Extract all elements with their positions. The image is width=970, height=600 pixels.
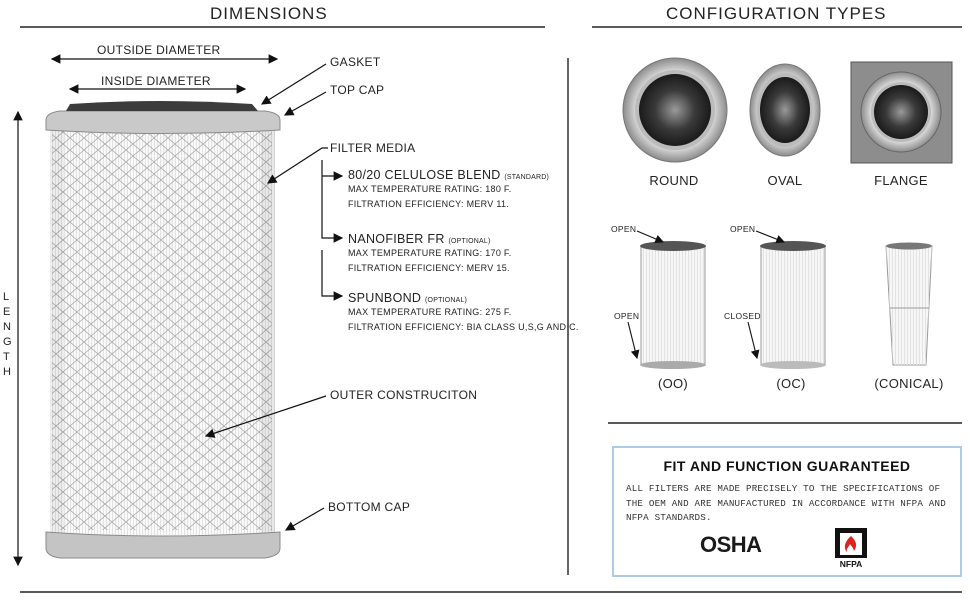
gasket-arrow <box>260 63 327 105</box>
oval-config-icon <box>749 63 821 157</box>
flange-config-icon <box>850 61 953 164</box>
round-config-icon <box>622 57 728 163</box>
oo-top-open-label: OPEN <box>611 224 637 234</box>
oc-top-open-label: OPEN <box>730 224 756 234</box>
outer-construction-label: OUTER CONSTRUCITON <box>330 388 478 402</box>
media-option-standard: 80/20 CELULOSE BLEND (STANDARD) MAX TEMP… <box>348 168 549 212</box>
round-label: ROUND <box>649 173 699 188</box>
guarantee-box: FIT AND FUNCTION GUARANTEED ALL FILTERS … <box>612 446 962 577</box>
osha-logo: OSHA <box>700 532 762 557</box>
oo-filter-illustration <box>640 241 706 369</box>
media-name: NANOFIBER FR <box>348 232 445 246</box>
flange-label: FLANGE <box>874 173 928 188</box>
configuration-title: CONFIGURATION TYPES <box>666 4 887 23</box>
top-cap-label: TOP CAP <box>330 83 385 97</box>
outer-construction-arrow <box>204 395 327 438</box>
media-option-nanofiber: NANOFIBER FR (OPTIONAL) MAX TEMPERATURE … <box>348 232 512 276</box>
oc-filter-illustration <box>760 241 826 369</box>
oval-label: OVAL <box>767 173 803 188</box>
oc-label: (OC) <box>776 376 806 391</box>
bottom-cap-label: BOTTOM CAP <box>328 500 411 514</box>
media-name: SPUNBOND <box>348 291 422 305</box>
filter-media-arrow <box>266 147 328 184</box>
outside-diameter-label: OUTSIDE DIAMETER <box>97 43 221 57</box>
top-cap-arrow <box>283 91 327 116</box>
media-efficiency: FILTRATION EFFICIENCY: MERV 11. <box>348 199 510 209</box>
length-label: LENGTH <box>3 291 12 378</box>
conical-filter-illustration <box>885 242 933 366</box>
media-efficiency: FILTRATION EFFICIENCY: BIA CLASS U,S,G A… <box>348 322 579 332</box>
conical-label: (CONICAL) <box>874 376 944 391</box>
media-temp: MAX TEMPERATURE RATING: 275 F. <box>348 307 512 317</box>
guarantee-body: ALL FILTERS ARE MADE PRECISELY TO THE SP… <box>626 483 946 523</box>
media-tag: (OPTIONAL) <box>425 297 468 304</box>
nfpa-logo: NFPA <box>832 527 870 569</box>
nfpa-text: NFPA <box>840 559 863 569</box>
oo-label: (OO) <box>657 376 689 391</box>
media-tag: (OPTIONAL) <box>448 238 491 245</box>
bottom-cap-arrow <box>284 507 325 531</box>
oc-bottom-closed-label: CLOSED <box>724 311 761 321</box>
main-filter-illustration <box>45 101 281 559</box>
guarantee-title: FIT AND FUNCTION GUARANTEED <box>663 458 911 474</box>
inside-diameter-label: INSIDE DIAMETER <box>101 74 211 88</box>
oo-bottom-open-label: OPEN <box>614 311 640 321</box>
media-temp: MAX TEMPERATURE RATING: 180 F. <box>348 184 512 194</box>
media-tag: (STANDARD) <box>504 174 550 181</box>
media-name: 80/20 CELULOSE BLEND <box>348 168 501 182</box>
media-efficiency: FILTRATION EFFICIENCY: MERV 15. <box>348 263 510 273</box>
gasket-label: GASKET <box>330 55 381 69</box>
dimensions-title: DIMENSIONS <box>210 4 328 23</box>
media-temp: MAX TEMPERATURE RATING: 170 F. <box>348 248 512 258</box>
filter-media-label: FILTER MEDIA <box>330 141 416 155</box>
media-option-spunbond: SPUNBOND (OPTIONAL) MAX TEMPERATURE RATI… <box>348 291 579 335</box>
